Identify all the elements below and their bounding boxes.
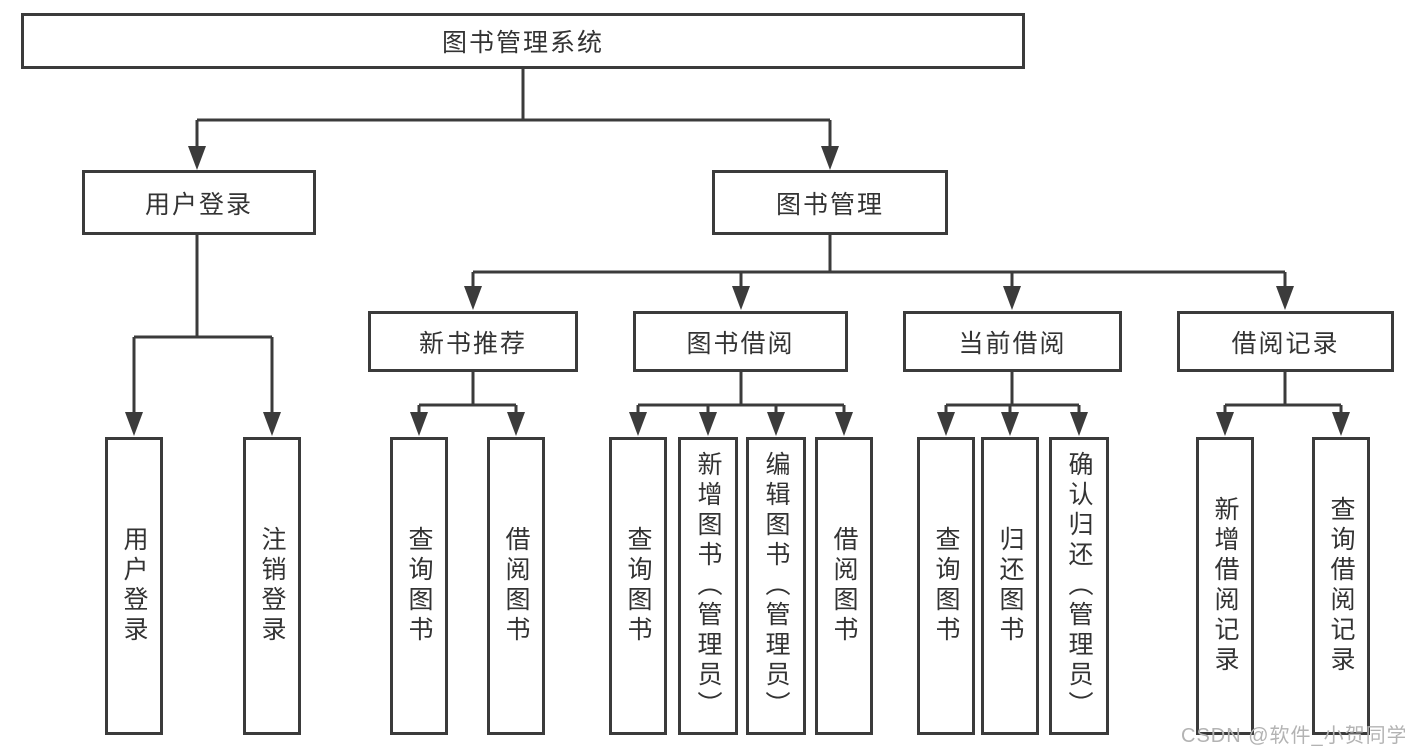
node-current-borrowing: 当前借阅 — [903, 311, 1122, 372]
connector-new-book-recommendation-to-children — [410, 372, 525, 436]
arrowhead-icon — [699, 412, 717, 436]
leaf-rec-query-books: 查询图书 — [390, 437, 448, 735]
arrowhead-icon — [410, 412, 428, 436]
connector-borrowing-records-to-children — [1216, 372, 1350, 436]
arrowhead-icon — [1276, 286, 1294, 310]
connector-user-login-to-children — [125, 235, 281, 436]
leaf-rec-borrow-books: 借阅图书 — [487, 437, 545, 735]
watermark: CSDN @软件_小贺同学 — [1181, 725, 1405, 747]
arrowhead-icon — [821, 146, 839, 170]
arrowhead-icon — [263, 412, 281, 436]
connector-current-borrowing-to-children — [937, 372, 1088, 436]
node-user-login: 用户登录 — [82, 170, 316, 235]
node-borrowing-records: 借阅记录 — [1177, 311, 1394, 372]
leaf-logout-login: 注销登录 — [243, 437, 301, 735]
arrowhead-icon — [1003, 286, 1021, 310]
leaf-records-query-record: 查询借阅记录 — [1312, 437, 1370, 735]
arrowhead-icon — [507, 412, 525, 436]
connector-book-management-to-level3 — [464, 235, 1294, 310]
arrowhead-icon — [937, 412, 955, 436]
arrowhead-icon — [464, 286, 482, 310]
connector-book-borrowing-to-children — [629, 372, 853, 436]
leaf-borrow-edit-books-admin: 编辑图书（管理员） — [746, 437, 806, 735]
leaf-borrow-borrow-books: 借阅图书 — [815, 437, 873, 735]
leaf-borrow-query-books: 查询图书 — [609, 437, 667, 735]
node-book-borrowing: 图书借阅 — [633, 311, 848, 372]
arrowhead-icon — [188, 146, 206, 170]
arrowhead-icon — [732, 286, 750, 310]
leaf-current-query-books: 查询图书 — [917, 437, 975, 735]
leaf-current-return-books: 归还图书 — [981, 437, 1039, 735]
arrowhead-icon — [835, 412, 853, 436]
connector-root-to-level2 — [188, 69, 839, 170]
node-new-book-recommendation: 新书推荐 — [368, 311, 578, 372]
arrowhead-icon — [629, 412, 647, 436]
arrowhead-icon — [1216, 412, 1234, 436]
leaf-user-login: 用户登录 — [105, 437, 163, 735]
leaf-borrow-add-books-admin: 新增图书（管理员） — [678, 437, 738, 735]
leaf-current-confirm-return-admin: 确认归还（管理员） — [1049, 437, 1109, 735]
arrowhead-icon — [125, 412, 143, 436]
arrowhead-icon — [1332, 412, 1350, 436]
node-root: 图书管理系统 — [21, 13, 1025, 69]
arrowhead-icon — [1070, 412, 1088, 436]
arrowhead-icon — [1001, 412, 1019, 436]
arrowhead-icon — [767, 412, 785, 436]
leaf-records-add-record: 新增借阅记录 — [1196, 437, 1254, 735]
node-book-management: 图书管理 — [712, 170, 948, 235]
